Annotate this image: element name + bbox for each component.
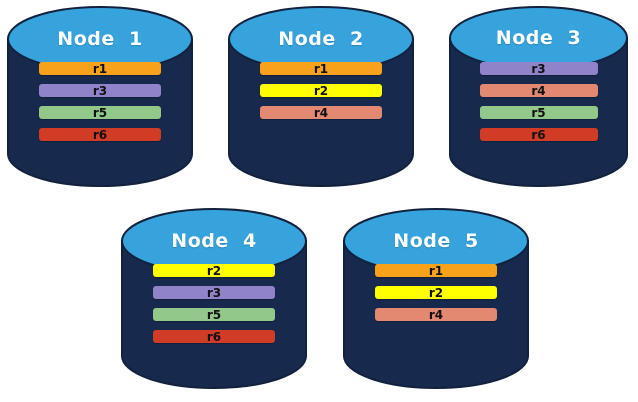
record-list-node-2: r1 r2 r4 <box>229 62 413 119</box>
record-label: r3 <box>531 61 546 76</box>
record-label: r6 <box>92 127 108 142</box>
record-label: r1 <box>313 61 329 76</box>
record-label: r1 <box>428 263 444 278</box>
record-bar[interactable]: r2 <box>375 286 497 299</box>
record-list-node-4: r2 r3 r5 r6 <box>122 264 306 343</box>
record-label: r2 <box>206 263 222 278</box>
record-label: r5 <box>206 307 222 322</box>
record-bar[interactable]: r5 <box>39 106 161 119</box>
record-list-node-1: r1 r3 r5 r6 <box>8 62 192 141</box>
record-label: r1 <box>92 61 108 76</box>
record-bar[interactable]: r1 <box>260 62 382 75</box>
record-bar[interactable]: r1 <box>39 62 161 75</box>
record-bar[interactable]: r5 <box>153 308 275 321</box>
record-list-node-5: r1 r2 r4 <box>344 264 528 321</box>
record-list-node-3: r3 r4 r5 r6 <box>450 62 627 141</box>
record-label: r4 <box>313 105 329 120</box>
record-bar[interactable]: r3 <box>479 61 598 76</box>
record-bar[interactable]: r4 <box>479 83 598 98</box>
record-bar[interactable]: r6 <box>479 127 598 142</box>
record-bar[interactable]: r4 <box>260 106 382 119</box>
record-label: r4 <box>531 83 546 98</box>
cylinder-shape <box>343 208 529 389</box>
record-label: r6 <box>531 127 546 142</box>
record-bar[interactable]: r6 <box>39 128 161 141</box>
record-bar[interactable]: r6 <box>153 330 275 343</box>
record-label: r5 <box>92 105 108 120</box>
record-label: r4 <box>428 307 444 322</box>
record-label: r3 <box>206 285 222 300</box>
record-bar[interactable]: r5 <box>479 105 598 120</box>
record-label: r5 <box>531 105 546 120</box>
record-bar[interactable]: r3 <box>39 84 161 97</box>
record-label: r3 <box>92 83 108 98</box>
cylinder-top-disc <box>449 6 628 70</box>
record-bar[interactable]: r1 <box>375 264 497 277</box>
record-bar[interactable]: r2 <box>260 84 382 97</box>
record-label: r6 <box>206 329 222 344</box>
record-label: r2 <box>313 83 329 98</box>
record-bar[interactable]: r4 <box>375 308 497 321</box>
record-bar[interactable]: r3 <box>153 286 275 299</box>
record-bar[interactable]: r2 <box>153 264 275 277</box>
record-label: r2 <box>428 285 444 300</box>
